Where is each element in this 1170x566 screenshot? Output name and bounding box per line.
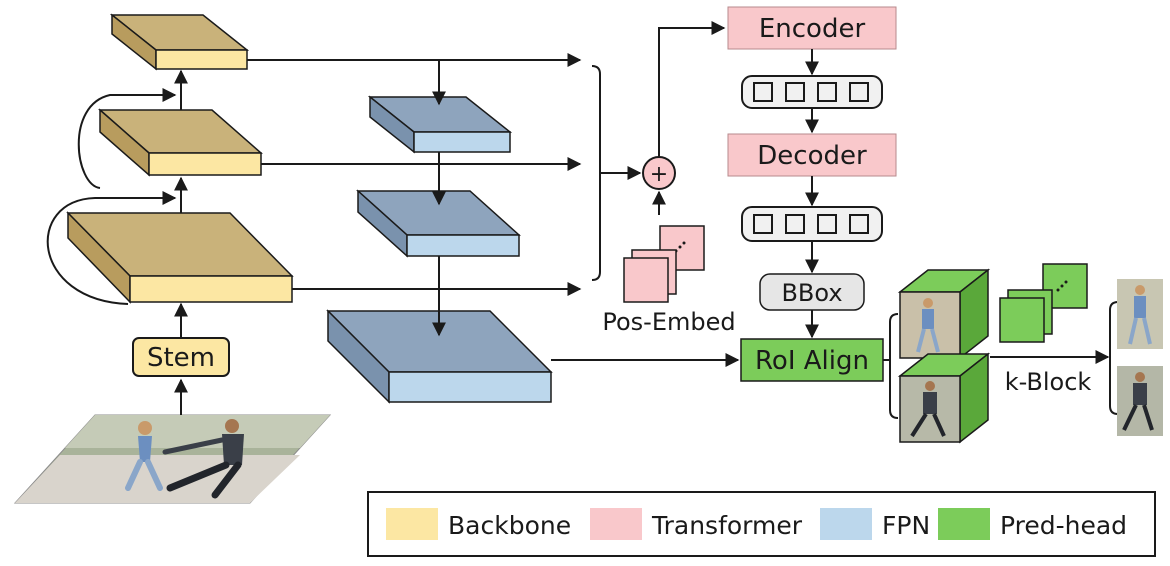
square-token-icon [753,82,773,102]
stem-label: Stem [147,343,215,373]
legend-item-transformer: Transformer [590,508,803,540]
person-crop-cube-icon [897,268,991,360]
fpn-block-medium [356,189,521,258]
encoder-box: Encoder [727,6,897,50]
square-token-icon [849,214,869,234]
person-crop-icon [1117,279,1163,349]
backbone-arrows [46,69,188,415]
roi-align-box: RoI Align [740,338,884,382]
square-token-icon [785,214,805,234]
add-node: + [642,156,676,190]
encoder-token-row [741,75,883,109]
encoder-label: Encoder [759,14,866,44]
input-photo-icon [13,414,332,504]
legend-swatch [590,508,642,540]
legend: Backbone Transformer FPN Pred-head [367,491,1156,557]
legend-swatch [820,508,872,540]
decoder-box: Decoder [727,133,897,177]
legend-label: Backbone [448,511,571,540]
square-token-icon [817,82,837,102]
stacked-green-squares-icon [999,263,1088,343]
backbone-block-large [66,211,294,304]
bbox-box: BBox [759,273,865,311]
bbox-label: BBox [781,279,842,307]
decoder-label: Decoder [757,141,867,171]
square-token-icon [785,82,805,102]
person-crop-cube-icon [897,352,991,444]
square-token-icon [753,214,773,234]
roi-align-label: RoI Align [755,346,869,376]
legend-item-pred-head: Pred-head [938,508,1127,540]
legend-item-fpn: FPN [820,508,930,540]
legend-label: Pred-head [1000,511,1127,540]
backbone-block-medium [98,108,263,177]
stem-box: Stem [132,337,230,377]
square-token-icon [817,214,837,234]
legend-label: Transformer [651,511,803,540]
square-token-icon [849,82,869,102]
legend-swatch [938,508,990,540]
legend-item-backbone: Backbone [386,508,571,540]
legend-label: FPN [882,511,930,540]
backbone-block-small [109,13,250,71]
pos-embed-label: Pos-Embed [602,308,735,336]
feature-bracket [591,65,642,281]
output-bracket [1109,301,1119,415]
decoder-token-row [741,206,883,242]
k-block-label: k-Block [1005,368,1092,396]
roi-to-crops [883,313,899,419]
to-encoder-arrow [652,21,726,215]
legend-swatch [386,508,438,540]
plus-sign: + [650,162,668,187]
fpn-block-large [326,309,553,404]
person-crop-icon [1117,366,1163,436]
fpn-block-small [367,95,513,154]
stacked-squares-icon [623,225,705,303]
fpn-arrows [247,53,740,367]
